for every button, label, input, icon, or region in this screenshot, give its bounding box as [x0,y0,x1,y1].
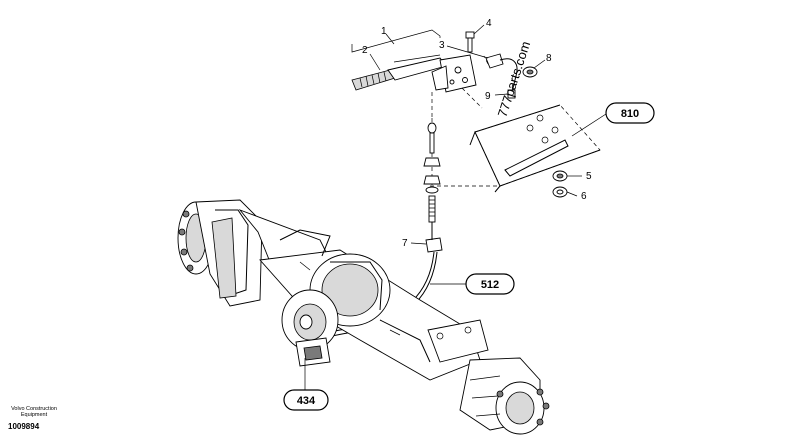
callout-3: 3 [439,40,445,51]
document-number: 1009894 [8,422,40,431]
brand-line-1: Volvo Construction [11,406,57,412]
callout-4: 4 [486,18,492,29]
lever-bracket [431,54,477,93]
brand-footer: Volvo Construction Equipment [6,406,62,418]
callout-7: 7 [402,238,408,249]
axle-assembly [177,199,550,435]
washer-6 [552,186,568,198]
callout-1: 1 [381,26,387,37]
watermark-text: 777parts.com [495,39,534,119]
ref-box-512[interactable]: 512 [465,273,515,295]
callout-5: 5 [586,171,592,182]
ref-box-810-label: 810 [621,108,639,120]
ref-box-434-label: 434 [297,395,316,407]
callout-8: 8 [546,53,552,64]
leader-lines [304,24,607,390]
nut-5 [552,170,568,182]
mounting-plate-810 [430,104,601,193]
ref-box-512-label: 512 [481,279,499,291]
callout-9: 9 [485,91,491,102]
switch-harness [485,53,518,99]
brand-line-2: Equipment [20,412,48,418]
ref-box-810[interactable]: 810 [605,102,655,124]
ref-box-434[interactable]: 434 [283,389,329,411]
callout-2: 2 [362,45,368,56]
grommet-8 [522,66,538,78]
bolt-4 [465,31,475,53]
callout-6: 6 [581,191,587,202]
